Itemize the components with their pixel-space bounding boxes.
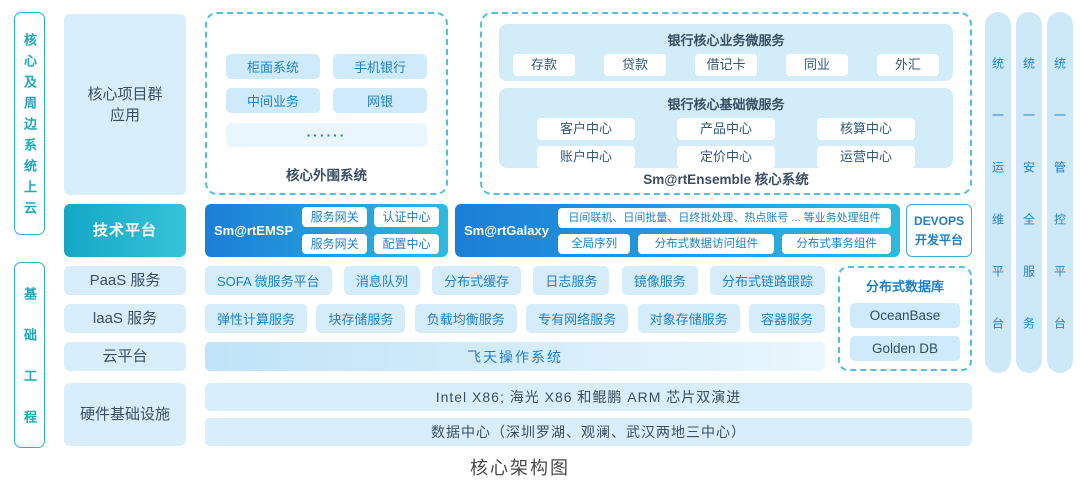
layer-cloud-platform: 云平台 xyxy=(64,342,186,371)
paas-distributed-cache: 分布式缓存 xyxy=(432,266,522,295)
smart-galaxy-box: Sm@rtGalaxy 日间联机、日间批量、日终批处理、热点账号 ... 等业务… xyxy=(455,204,900,257)
base-item-pricing-center: 定价中心 xyxy=(677,146,775,168)
base-microservices-row2: 账户中心 定价中心 运营中心 xyxy=(513,146,939,168)
iaas-load-balancing: 负载均衡服务 xyxy=(414,304,517,333)
business-microservices-row: 存款 贷款 借记卡 同业 外汇 xyxy=(513,54,939,76)
base-item-account-center: 账户中心 xyxy=(537,146,635,168)
layer-tech-platform: 技术平台 xyxy=(64,204,186,257)
emsp-service-gateway-2: 服务网关 xyxy=(302,234,368,254)
rail-unified-ops-platform-label: 统一运维平台 xyxy=(990,56,1005,369)
rail-foundation-engineering-label: 基础工程 xyxy=(22,287,37,451)
db-oceanbase: OceanBase xyxy=(850,303,960,328)
business-item-forex: 外汇 xyxy=(877,54,939,76)
distributed-database-title: 分布式数据库 xyxy=(865,279,944,294)
galaxy-distributed-data-access: 分布式数据访问组件 xyxy=(638,233,775,254)
iaas-elastic-compute: 弹性计算服务 xyxy=(205,304,308,333)
base-microservices-title: 银行核心基础微服务 xyxy=(667,97,785,112)
business-item-deposit: 存款 xyxy=(513,54,575,76)
hardware-chips-bar: Intel X86; 海光 X86 和鲲鹏 ARM 芯片双演进 xyxy=(205,383,972,411)
emsp-service-gateway-1: 服务网关 xyxy=(302,207,368,227)
peripheral-ellipsis: ······ xyxy=(226,123,427,147)
distributed-database-group: 分布式数据库 OceanBase Golden DB xyxy=(838,266,972,371)
galaxy-global-sequence: 全局序列 xyxy=(557,233,631,254)
base-item-operation-center: 运营中心 xyxy=(817,146,915,168)
paas-distributed-tracing: 分布式链路跟踪 xyxy=(709,266,825,295)
iaas-row: 弹性计算服务 块存储服务 负载均衡服务 专有网络服务 对象存储服务 容器服务 xyxy=(205,304,825,333)
rail-core-peripheral-cloud: 核心及周边系统上云 xyxy=(14,12,45,235)
layer-apps-label: 核心项目群 应用 xyxy=(87,85,163,124)
page-title: 核心架构图 xyxy=(470,458,570,478)
rail-unified-control-platform: 统一管控平台 xyxy=(1047,12,1073,373)
layer-hardware-label: 硬件基础设施 xyxy=(79,406,170,423)
iaas-object-storage: 对象存储服务 xyxy=(637,304,740,333)
rail-unified-ops-platform: 统一运维平台 xyxy=(985,12,1011,373)
smart-emsp-name: Sm@rtEMSP xyxy=(214,223,294,238)
ensemble-core-group: 银行核心业务微服务 存款 贷款 借记卡 同业 外汇 银行核心基础微服务 客户中心… xyxy=(480,12,972,195)
base-microservices-box: 银行核心基础微服务 客户中心 产品中心 核算中心 账户中心 定价中心 运营中心 xyxy=(499,88,953,168)
business-item-interbank: 同业 xyxy=(786,54,848,76)
business-microservices-box: 银行核心业务微服务 存款 贷款 借记卡 同业 外汇 xyxy=(499,24,953,81)
iaas-vpc-service: 专有网络服务 xyxy=(526,304,629,333)
peripheral-item-mobile-banking: 手机银行 xyxy=(333,54,427,79)
rail-unified-security-service-label: 统一安全服务 xyxy=(1021,56,1036,369)
devops-platform-box: DEVOPS 开发平台 xyxy=(906,204,972,257)
peripheral-group-label: 核心外围系统 xyxy=(286,168,367,183)
layer-iaas-label: laaS 服务 xyxy=(92,310,158,327)
peripheral-item-intermediate-business: 中间业务 xyxy=(226,88,320,113)
paas-log-service: 日志服务 xyxy=(533,266,610,295)
peripheral-item-counter-system: 柜面系统 xyxy=(226,54,320,79)
smart-galaxy-name: Sm@rtGalaxy xyxy=(464,223,549,238)
paas-row: SOFA 微服务平台 消息队列 分布式缓存 日志服务 镜像服务 分布式链路跟踪 xyxy=(205,266,825,295)
business-item-loan: 贷款 xyxy=(604,54,666,76)
iaas-container-service: 容器服务 xyxy=(748,304,825,333)
galaxy-row2: 全局序列 分布式数据访问组件 分布式事务组件 xyxy=(557,233,891,254)
emsp-config-center: 配置中心 xyxy=(374,234,439,254)
base-item-accounting-center: 核算中心 xyxy=(817,118,915,140)
peripheral-systems-group: 柜面系统 手机银行 中间业务 网银 ······ 核心外围系统 xyxy=(205,12,448,195)
paas-sofa-platform: SOFA 微服务平台 xyxy=(205,266,332,295)
layer-cloud-platform-label: 云平台 xyxy=(102,348,148,365)
peripheral-item-online-banking: 网银 xyxy=(333,88,427,113)
galaxy-processing-components: 日间联机、日间批量、日终批处理、热点账号 ... 等业务处理组件 xyxy=(557,207,891,228)
layer-iaas: laaS 服务 xyxy=(64,304,186,333)
layer-paas: PaaS 服务 xyxy=(64,266,186,295)
galaxy-distributed-transaction: 分布式事务组件 xyxy=(782,233,891,254)
paas-image-service: 镜像服务 xyxy=(621,266,698,295)
db-goldendb: Golden DB xyxy=(850,336,960,361)
business-item-debit-card: 借记卡 xyxy=(695,54,757,76)
emsp-auth-center: 认证中心 xyxy=(374,207,439,227)
base-microservices-row1: 客户中心 产品中心 核算中心 xyxy=(513,118,939,140)
layer-tech-platform-label: 技术平台 xyxy=(92,222,157,239)
rail-unified-control-platform-label: 统一管控平台 xyxy=(1052,56,1067,369)
smart-galaxy-pill-column: 日间联机、日间批量、日终批处理、热点账号 ... 等业务处理组件 全局序列 分布… xyxy=(557,207,891,254)
rail-foundation-engineering: 基础工程 xyxy=(14,262,45,451)
ensemble-group-label: Sm@rtEnsemble 核心系统 xyxy=(643,172,809,187)
devops-line2: 开发平台 xyxy=(914,232,963,247)
paas-message-queue: 消息队列 xyxy=(343,266,420,295)
base-item-product-center: 产品中心 xyxy=(677,118,775,140)
layer-hardware: 硬件基础设施 xyxy=(64,383,186,446)
rail-unified-security-service: 统一安全服务 xyxy=(1016,12,1042,373)
feitian-os-bar: 飞天操作系统 xyxy=(205,342,825,371)
rail-core-peripheral-cloud-label: 核心及周边系统上云 xyxy=(22,33,37,222)
devops-line1: DEVOPS xyxy=(913,213,964,228)
layer-apps: 核心项目群 应用 xyxy=(64,14,186,195)
peripheral-pill-grid: 柜面系统 手机银行 中间业务 网银 xyxy=(226,54,427,113)
business-microservices-title: 银行核心业务微服务 xyxy=(667,33,785,48)
base-item-customer-center: 客户中心 xyxy=(537,118,635,140)
smart-emsp-pill-grid: 服务网关 认证中心 服务网关 配置中心 xyxy=(302,207,439,254)
hardware-datacenter-bar: 数据中心（深圳罗湖、观澜、武汉两地三中心） xyxy=(205,418,972,446)
iaas-block-storage: 块存储服务 xyxy=(316,304,406,333)
layer-paas-label: PaaS 服务 xyxy=(89,272,161,289)
smart-emsp-box: Sm@rtEMSP 服务网关 认证中心 服务网关 配置中心 xyxy=(205,204,448,257)
